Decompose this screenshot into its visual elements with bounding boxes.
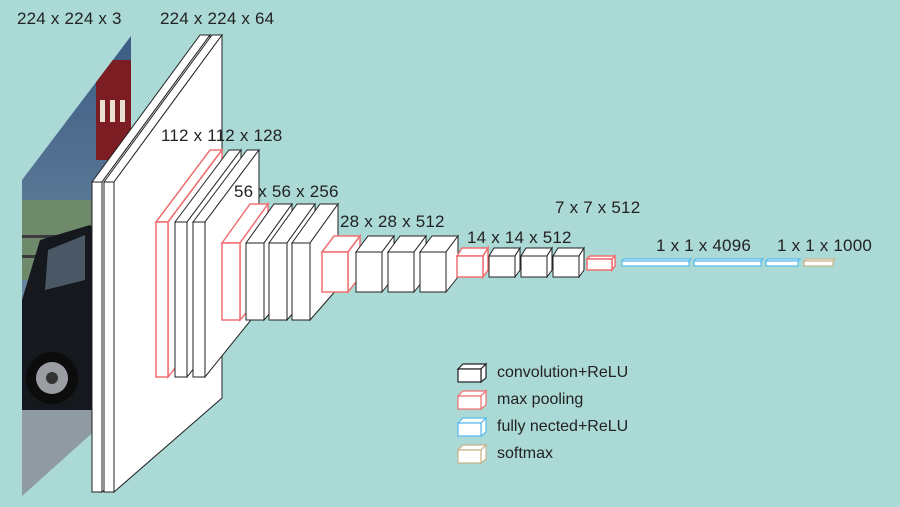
fc-swatch-icon — [456, 416, 488, 438]
conv4-dim-label: 28 x 28 x 512 — [340, 212, 445, 231]
softmax-bar-front — [803, 260, 834, 267]
conv-swatch-icon — [456, 362, 488, 384]
legend-label-fc: fully nected+ReLU — [497, 418, 629, 435]
conv-slab-front — [103, 181, 115, 493]
pool-slab-front — [586, 258, 613, 271]
conv3-dim-label: 56 x 56 x 256 — [234, 182, 339, 201]
conv2-dim-label: 112 x 112 x 128 — [161, 126, 283, 145]
conv-slab-front — [192, 221, 206, 378]
conv-slab-front — [387, 251, 415, 293]
conv5-dim-label: 14 x 14 x 512 — [467, 228, 572, 247]
input-dim-label: 224 x 224 x 3 — [17, 9, 122, 28]
pool-slab-front — [221, 242, 241, 321]
pool-swatch-icon — [456, 389, 488, 411]
fc-bar-front — [765, 260, 799, 267]
legend-label-pool: max pooling — [497, 391, 584, 408]
conv-slab-front — [520, 255, 548, 278]
pool-slab-front — [456, 255, 484, 278]
conv5-block — [455, 245, 585, 280]
legend-label-softmax: softmax — [497, 445, 554, 462]
pool5-block — [585, 254, 617, 273]
fc-bar-front — [693, 260, 762, 267]
conv1-dim-label: 224 x 224 x 64 — [160, 9, 275, 28]
pool-slab-front — [321, 251, 349, 293]
softmax-dim-label: 1 x 1 x 1000 — [777, 236, 873, 255]
conv-slab-front — [245, 242, 265, 321]
pool5-dim-label: 7 x 7 x 512 — [555, 198, 641, 217]
conv3-block — [220, 201, 339, 322]
softmax-swatch-icon — [456, 443, 488, 465]
softmax-block — [802, 258, 837, 267]
conv-slab-front — [91, 181, 103, 493]
conv-slab-front — [488, 255, 516, 278]
conv-slab-front — [419, 251, 447, 293]
pool-slab-front — [155, 221, 169, 378]
conv-slab-front — [174, 221, 188, 378]
conv-slab-front — [355, 251, 383, 293]
legend-label-conv: convolution+ReLU — [497, 364, 629, 381]
fc-bar-front — [621, 260, 690, 267]
conv4-block — [320, 233, 459, 295]
fc-block — [620, 258, 802, 267]
conv-slab-front — [291, 242, 311, 321]
fc-dim-label: 1 x 1 x 4096 — [656, 236, 752, 255]
conv-slab-front — [268, 242, 288, 321]
conv-slab-front — [552, 255, 580, 278]
